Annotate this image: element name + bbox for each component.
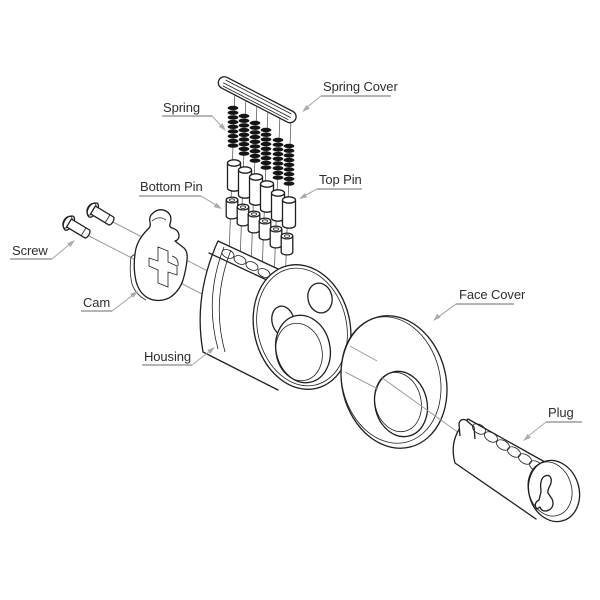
label-screw: Screw [10,240,75,260]
spring [227,105,239,148]
label-cam: Cam [81,291,138,312]
housing-plug-bore [274,314,332,384]
label-text: Bottom Pin [140,179,203,194]
label-text: Face Cover [459,287,526,302]
bottom-pin [236,203,250,227]
plug-retainer-tab [458,418,476,440]
label-text: Plug [548,405,574,420]
label-housing: Housing [142,347,215,366]
label-text: Top Pin [319,172,362,187]
face-cover-part [340,315,448,449]
label-spring: Spring [162,100,226,131]
spring-cover-part [217,76,297,124]
cam-part [129,209,188,302]
housing-mount-hole [307,282,333,314]
top-pin [281,196,297,229]
assembly-axis-lines [344,345,460,434]
label-text: Spring Cover [323,79,398,94]
label-plug: Plug [523,405,582,441]
label-text: Cam [83,295,110,310]
spring [272,137,284,180]
screws [62,202,115,239]
bottom-pin [247,210,261,234]
face-cover-hole [373,370,429,438]
bottom-pin [269,225,283,249]
housing-part [199,240,352,391]
bottom-pin [280,232,294,256]
keyway [534,474,554,512]
label-face-cover: Face Cover [433,287,526,321]
bottom-pin [225,196,239,220]
screw [62,215,91,239]
bottom-pin [258,217,272,241]
label-text: Spring [163,100,200,115]
label-text: Screw [12,243,48,258]
cam-thickness-edge [129,253,147,301]
spring [238,113,250,156]
plug-chamber-holes [472,423,543,472]
screw [86,202,115,226]
plug-part [452,418,581,523]
label-text: Housing [144,349,191,364]
label-top-pin: Top Pin [299,172,362,199]
label-spring-cover: Spring Cover [302,79,399,112]
spring [283,143,295,186]
spring [260,127,272,170]
cam-cross-cutout [148,246,178,288]
spring [249,120,261,163]
label-bottom-pin: Bottom Pin [139,179,222,209]
